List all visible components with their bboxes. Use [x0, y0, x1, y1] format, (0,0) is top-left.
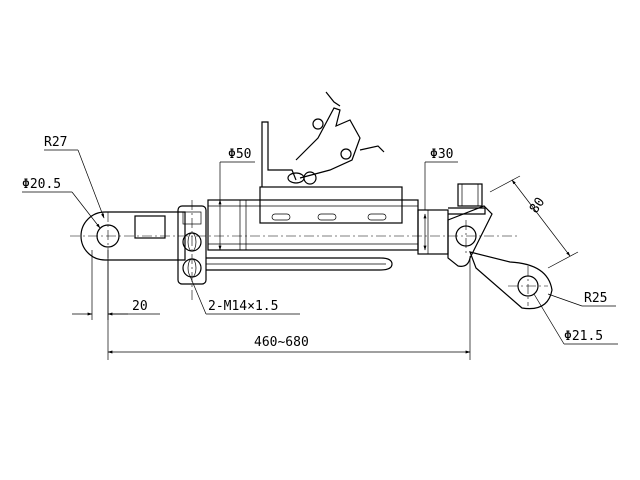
valve-block	[259, 186, 403, 224]
hydraulic-pipe	[206, 257, 393, 271]
dim-80: 80	[489, 175, 579, 269]
valve-bracket	[261, 91, 385, 187]
dim-d50: Φ50	[218, 147, 255, 251]
cylinder-barrel	[207, 186, 419, 251]
left-window	[134, 215, 166, 239]
label-r25: R25	[584, 291, 607, 306]
left-clamp-block	[177, 200, 207, 300]
label-20: 20	[132, 299, 148, 314]
label-d20-5-left: Φ20.5	[22, 177, 61, 192]
label-d21-5: Φ21.5	[564, 329, 603, 344]
label-80: 80	[527, 195, 548, 216]
label-d30: Φ30	[430, 147, 453, 162]
dim-left-eye: R27 Φ20.5	[22, 135, 105, 229]
dim-d30: Φ30	[423, 147, 458, 251]
label-thread: 2-M14×1.5	[208, 299, 278, 314]
dim-length: 460~680	[107, 256, 471, 360]
left-eye-end	[80, 211, 186, 262]
label-length: 460~680	[254, 335, 309, 350]
dim-thread: 2-M14×1.5	[189, 275, 300, 315]
dim-right-eye: R25 Φ21.5	[533, 291, 618, 345]
label-d50: Φ50	[228, 147, 251, 162]
label-r27: R27	[44, 135, 67, 150]
right-end	[447, 183, 553, 310]
dim-20: 20	[72, 250, 160, 320]
